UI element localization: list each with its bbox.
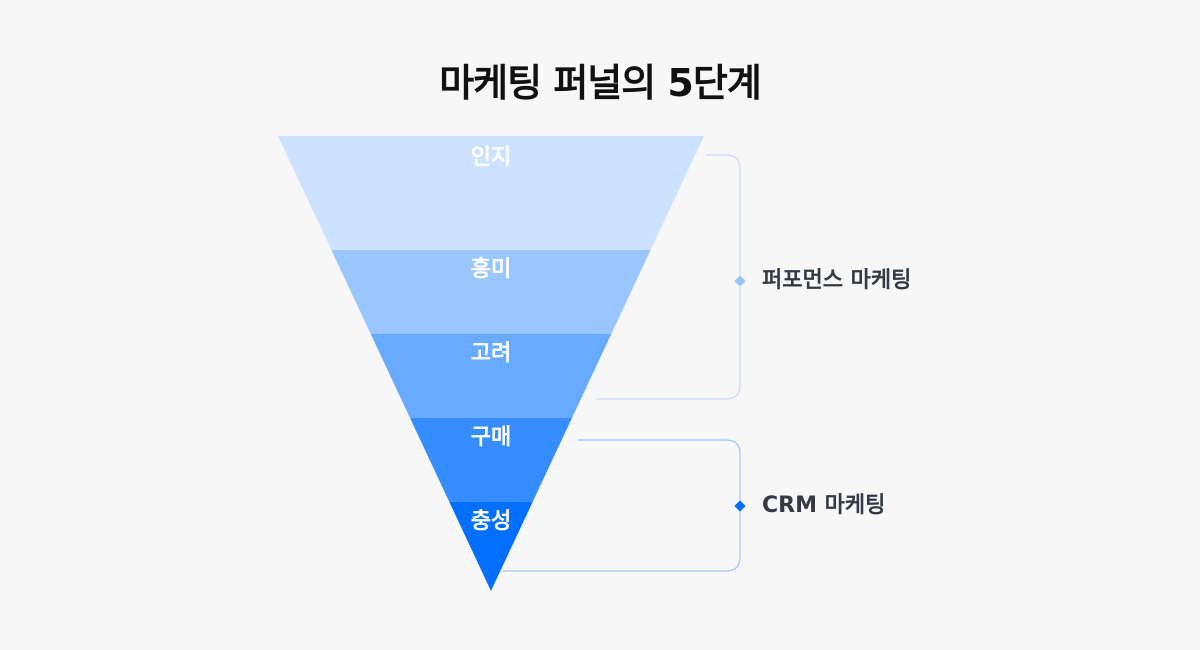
funnel-stage-2 <box>331 250 651 334</box>
diamond-marker-icon <box>734 275 746 287</box>
page-title: 마케팅 퍼널의 5단계 <box>439 61 762 105</box>
funnel-stage-label-3: 고려 <box>471 341 511 366</box>
group-label-1: 퍼포먼스 마케팅 <box>762 268 911 293</box>
funnel-stage-3 <box>370 334 612 418</box>
funnel-stage-4 <box>410 418 572 502</box>
funnel-stage-label-4: 구매 <box>471 425 511 450</box>
funnel-stage-5 <box>449 502 533 591</box>
funnel-stage-1 <box>278 136 704 250</box>
diamond-marker-icon <box>734 500 746 512</box>
funnel-stage-label-1: 인지 <box>471 145 511 170</box>
funnel-stage-label-2: 흥미 <box>471 257 511 282</box>
group-label-2: CRM 마케팅 <box>762 493 885 518</box>
funnel-stage-label-5: 충성 <box>471 509 511 534</box>
